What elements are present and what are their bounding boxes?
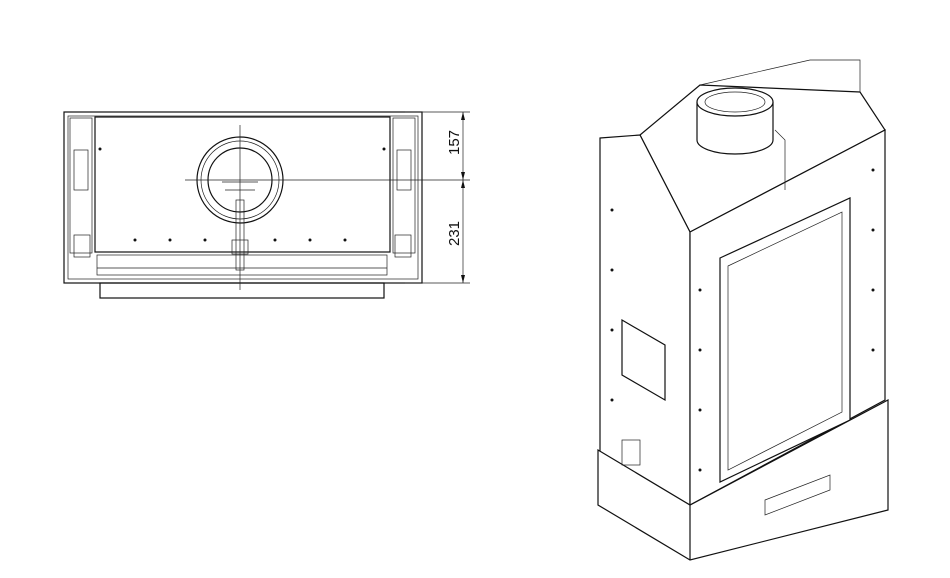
top-panel: [94, 116, 391, 253]
dimension-label-157: 157: [446, 130, 463, 155]
side-bracket: [621, 318, 666, 402]
isometric-view: [597, 59, 889, 561]
flue-pipe: [696, 87, 774, 155]
dimension-label-231: 231: [446, 221, 463, 246]
front-view: [63, 111, 470, 299]
dimension-lines: 157 231: [405, 111, 470, 284]
bottom-tray: [99, 282, 385, 299]
